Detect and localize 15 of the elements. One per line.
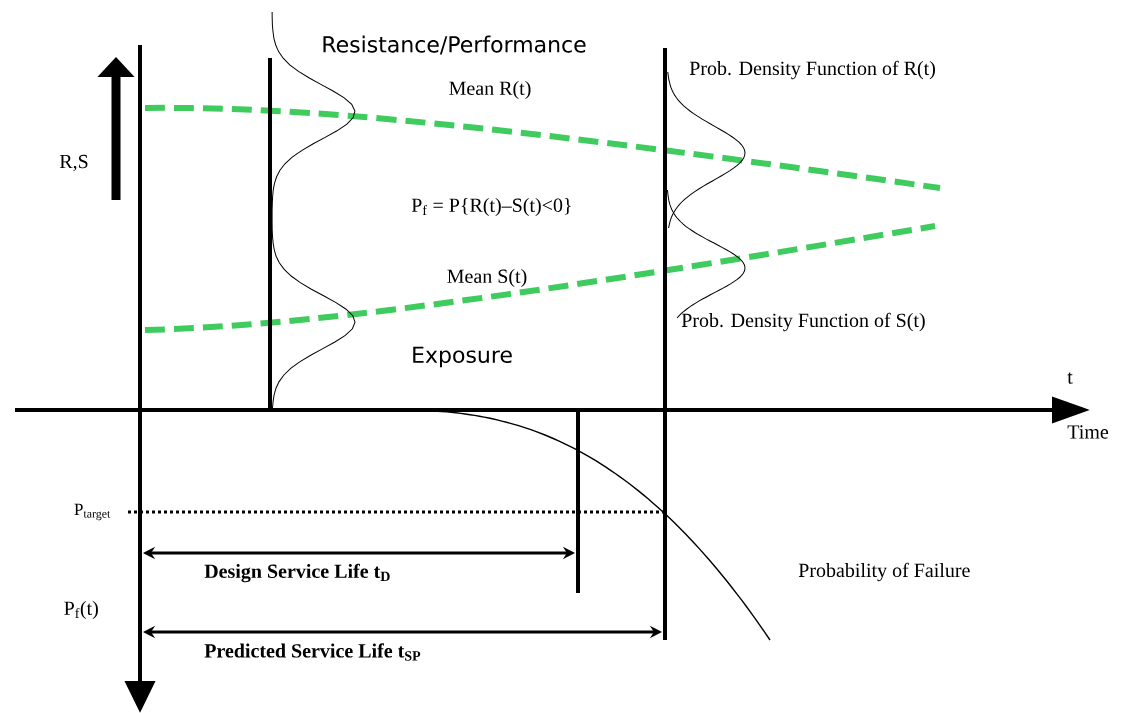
formula-label: P$_{f}$ = P{R(t)–S(t)<0} (411, 197, 571, 217)
axis-label: t (1067, 372, 1073, 384)
curve-label: Probability of Failure (798, 562, 970, 582)
axis-label: R,S (59, 154, 88, 172)
curve-label: Prob. Density Function of S(t) (681, 312, 925, 332)
curve-label: Prob. Density Function of R(t) (689, 60, 935, 80)
axis-label: Exposure (413, 346, 512, 368)
dimension-label: Design Service Life t$_{D}$ (204, 563, 390, 583)
axis-label: P$_{f}$(t) (64, 600, 98, 620)
curve-label: Mean R(t) (449, 80, 531, 100)
curve-label: Mean S(t) (447, 268, 527, 288)
axis-label: Time (1067, 425, 1109, 439)
dimension-label: Predicted Service Life t$_{SP}$ (204, 643, 421, 661)
axis-label: P$_{target}$ (74, 503, 111, 521)
axis-label: Resistance/Performance (323, 35, 586, 55)
